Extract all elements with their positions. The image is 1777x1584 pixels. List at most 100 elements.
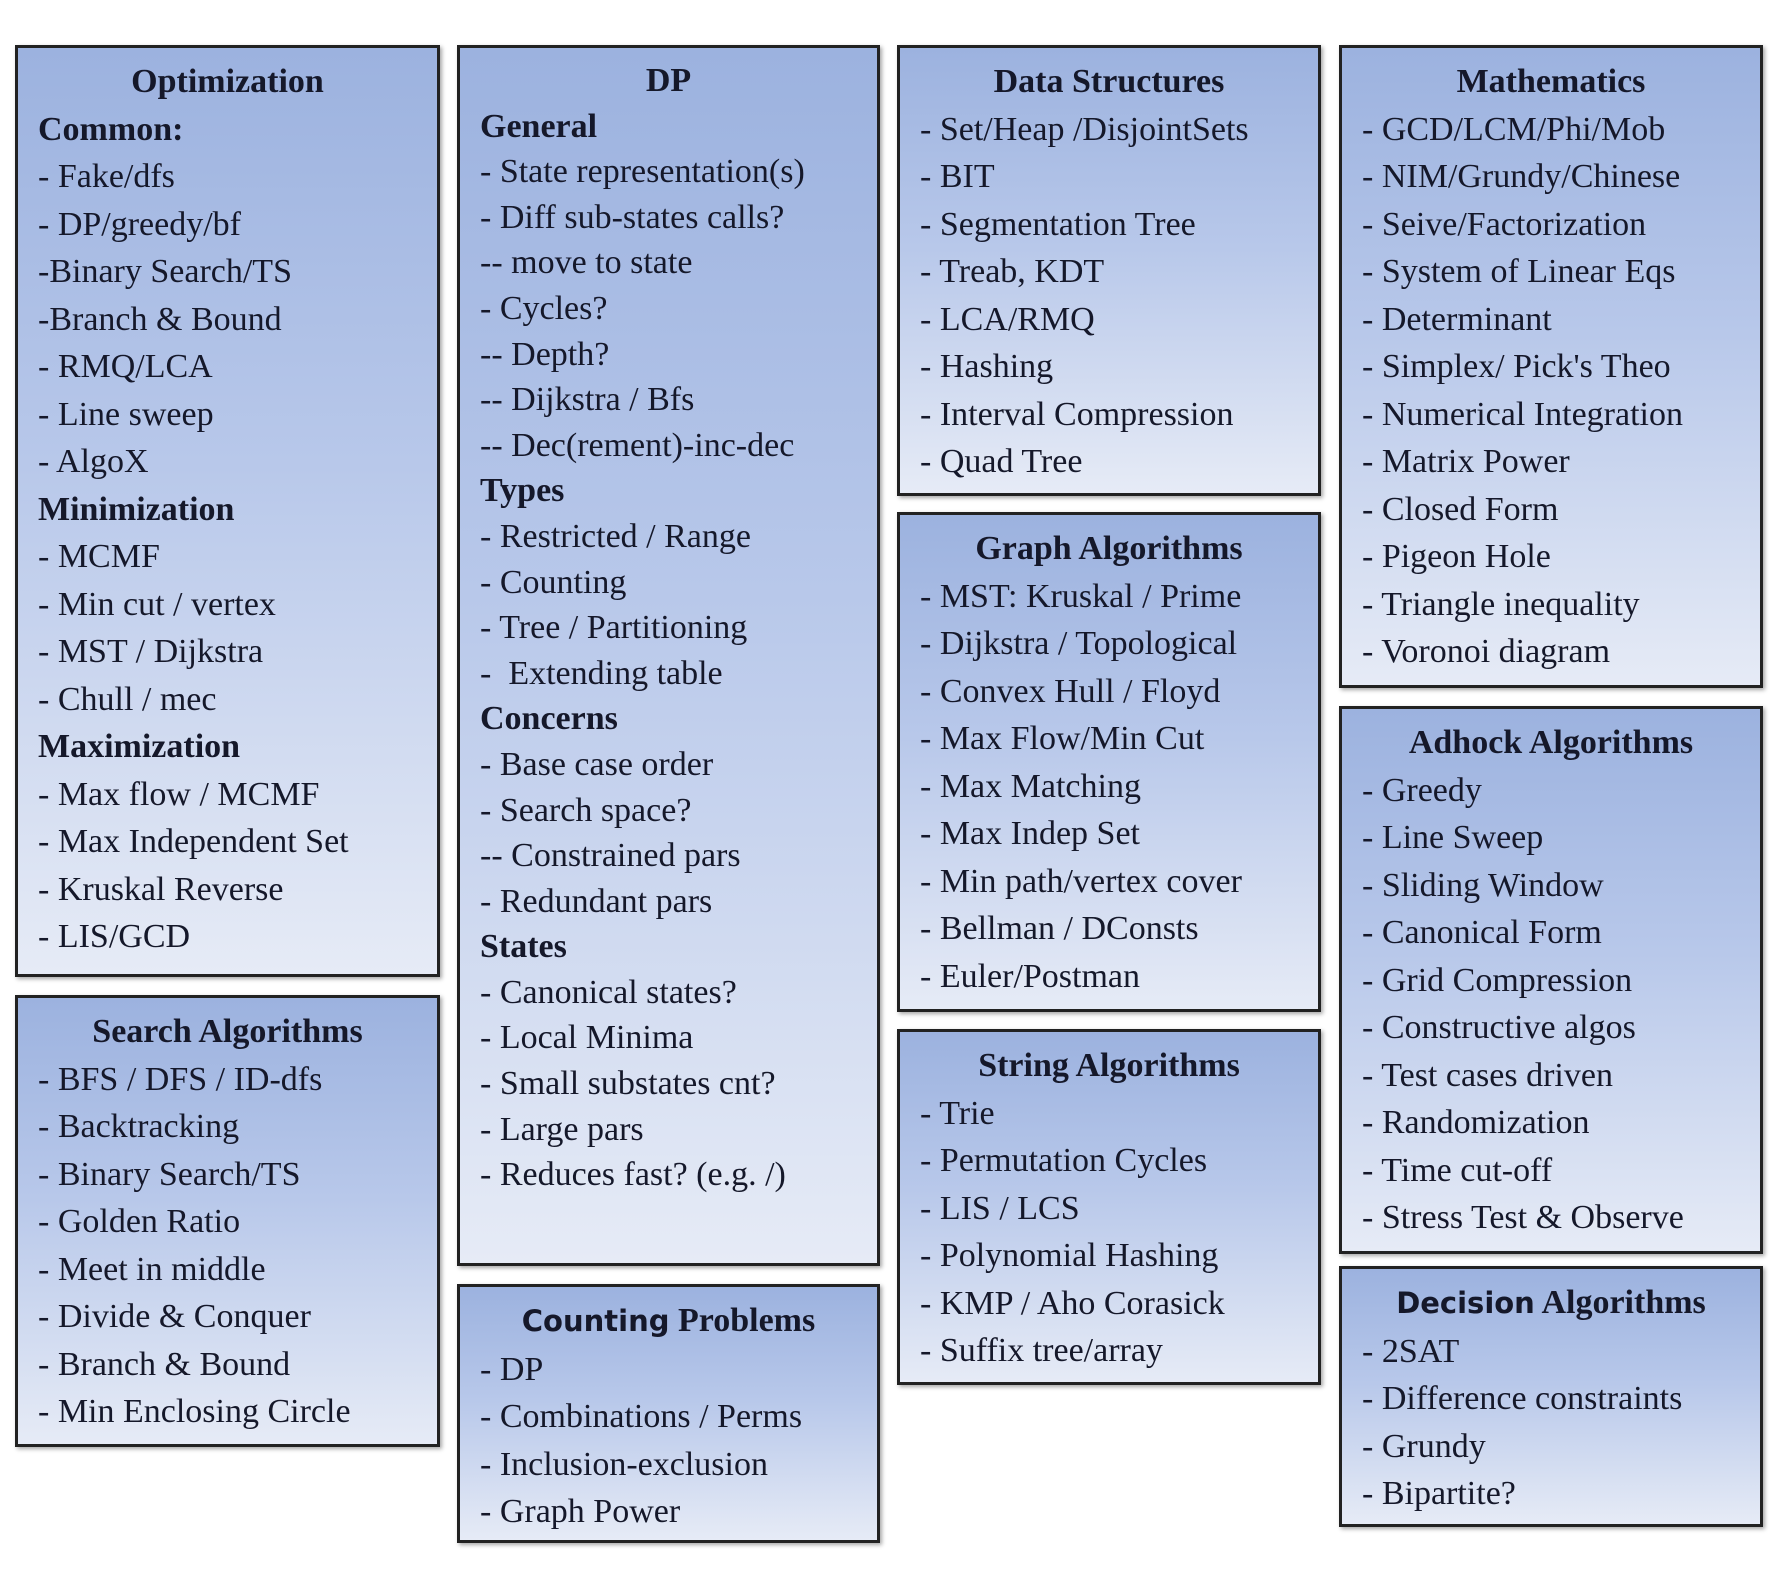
- list-item: - Set/Heap /DisjointSets: [920, 110, 1249, 148]
- list-item: - Cycles?: [480, 289, 608, 327]
- box-title-text: Graph Algorithms: [975, 530, 1243, 567]
- box-title-text: Adhock Algorithms: [1408, 724, 1694, 761]
- list-item: -- Dijkstra / Bfs: [480, 381, 695, 419]
- list-item: - Grid Compression: [1362, 961, 1633, 999]
- box-title: String Algorithms: [900, 1042, 1318, 1090]
- list-item: - Kruskal Reverse: [38, 870, 284, 908]
- list-item: - Time cut-off: [1362, 1151, 1553, 1189]
- list-item: - AlgoX: [38, 443, 149, 480]
- list-item: -Branch & Bound: [38, 300, 282, 338]
- list-item: -- Dec(rement)-inc-dec: [480, 426, 795, 464]
- list-item: - Closed Form: [1362, 490, 1559, 528]
- list-item: - Trie: [920, 1094, 995, 1132]
- list-item: - Inclusion-exclusion: [480, 1445, 768, 1483]
- list-item: - KMP / Aho Corasick: [920, 1284, 1225, 1322]
- list-item: - Local Minima: [480, 1019, 694, 1057]
- list-item: - Treab, KDT: [920, 253, 1105, 290]
- list-item: - Segmentation Tree: [920, 205, 1196, 243]
- list-item: - BIT: [920, 158, 995, 195]
- list-item: - Permutation Cycles: [920, 1142, 1208, 1179]
- box-title: Counting Problems: [460, 1297, 877, 1346]
- list-item: -- Depth?: [480, 335, 610, 373]
- list-item: -- move to state: [480, 244, 693, 282]
- list-item: - Graph Power: [480, 1493, 681, 1530]
- search-algorithms-box: Search Algorithms- BFS / DFS / ID-dfs- B…: [15, 995, 440, 1447]
- list-item: - Tree / Partitioning: [480, 609, 748, 647]
- list-item: - Line Sweep: [1362, 819, 1544, 856]
- list-item: - GCD/LCM/Phi/Mob: [1362, 110, 1666, 148]
- list-item: - MST: Kruskal / Prime: [920, 577, 1242, 615]
- list-item: - Sliding Window: [1362, 866, 1604, 904]
- list-item: - MCMF: [38, 538, 160, 575]
- list-item: - Polynomial Hashing: [920, 1237, 1219, 1274]
- box-title: DP: [460, 58, 877, 104]
- list-item: - Simplex/ Pick's Theo: [1362, 348, 1671, 385]
- list-item: - Meet in middle: [38, 1250, 266, 1288]
- list-item: - Interval Compression: [920, 395, 1234, 433]
- list-item: - Convex Hull / Floyd: [920, 672, 1221, 710]
- list-item: - Max Matching: [920, 767, 1141, 805]
- list-item: - Restricted / Range: [480, 517, 751, 555]
- list-item: - Test cases driven: [1362, 1056, 1613, 1094]
- list-item: - DP/greedy/bf: [38, 205, 242, 243]
- list-item: - Matrix Power: [1362, 443, 1570, 480]
- list-item: - Constructive algos: [1362, 1009, 1636, 1046]
- list-item: - Base case order: [480, 745, 714, 783]
- list-item: - Binary Search/TS: [38, 1155, 301, 1193]
- list-item: - Chull / mec: [38, 680, 217, 718]
- box-title-text: Problems: [677, 1302, 816, 1339]
- box-title-text: DP: [645, 62, 692, 99]
- section-heading: States: [480, 928, 567, 966]
- list-item: - Golden Ratio: [38, 1203, 241, 1240]
- data-structures-box: Data Structures - Set/Heap /DisjointSets -…: [897, 45, 1321, 496]
- box-title: Graph Algorithms: [900, 525, 1318, 573]
- list-item: - Extending table: [480, 654, 723, 692]
- box-title: Mathematics: [1342, 58, 1760, 106]
- list-item: - Divide & Conquer: [38, 1298, 311, 1335]
- adhock-algorithms-box: Adhock Algorithms- Greedy- Line Sweep- S…: [1339, 706, 1763, 1254]
- list-item: - State representation(s): [480, 153, 805, 191]
- list-item: - Canonical states?: [480, 973, 737, 1011]
- list-item: - Grundy: [1362, 1427, 1486, 1465]
- box-title: Data Structures: [900, 58, 1318, 106]
- list-item: - Max Independent Set: [38, 823, 349, 860]
- list-item: - Search space?: [480, 791, 692, 829]
- list-item: - NIM/Grundy/Chinese: [1362, 158, 1681, 195]
- list-item: - Diff sub-states calls?: [480, 198, 785, 236]
- list-item: - Min path/vertex cover: [920, 862, 1242, 900]
- list-item: - LIS/GCD: [38, 918, 191, 955]
- list-item: - Bipartite?: [1362, 1475, 1516, 1512]
- list-item: - Hashing: [920, 348, 1054, 385]
- list-item: -Binary Search/TS: [38, 253, 292, 290]
- list-item: - DP: [480, 1350, 544, 1388]
- mathematics-box: Mathematics - GCD/LCM/Phi/Mob - NIM/Grundy…: [1339, 45, 1763, 688]
- list-item: - Pigeon Hole: [1362, 538, 1551, 575]
- list-item: - Max Indep Set: [920, 815, 1141, 852]
- list-item: - Combinations / Perms: [480, 1398, 803, 1435]
- list-item: - RMQ/LCA: [38, 348, 213, 385]
- list-item: - Suffix tree/array: [920, 1332, 1163, 1369]
- list-item: - System of Linear Eqs: [1362, 253, 1676, 290]
- list-item: - Backtracking: [38, 1108, 240, 1145]
- box-title-text: Algorithms: [1541, 1284, 1706, 1321]
- list-item: - Seive/Factorization: [1362, 205, 1647, 243]
- list-item: - BFS / DFS / ID-dfs: [38, 1060, 323, 1098]
- list-item: - Numerical Integration: [1362, 395, 1683, 433]
- section-heading: Common:: [38, 110, 184, 148]
- list-item: - Determinant: [1362, 300, 1552, 338]
- box-title-text: Mathematics: [1456, 63, 1646, 100]
- list-item: - Large pars: [480, 1110, 644, 1148]
- graph-algorithms-box: Graph Algorithms - MST: Kruskal / Prime - …: [897, 512, 1321, 1012]
- section-heading: Minimization: [38, 490, 235, 528]
- section-heading: Maximization: [38, 728, 241, 765]
- list-item: - Max flow / MCMF: [38, 775, 320, 813]
- box-title: Adhock Algorithms: [1342, 719, 1760, 767]
- box-title: Optimization: [18, 58, 437, 106]
- list-item: - Bellman / DConsts: [920, 910, 1199, 947]
- box-title-text: Optimization: [131, 63, 324, 100]
- list-item: - LIS / LCS: [920, 1189, 1080, 1227]
- list-item: - 2SAT: [1362, 1332, 1460, 1370]
- list-item: -- Constrained pars: [480, 837, 741, 875]
- box-title-text: Data Structures: [993, 63, 1225, 100]
